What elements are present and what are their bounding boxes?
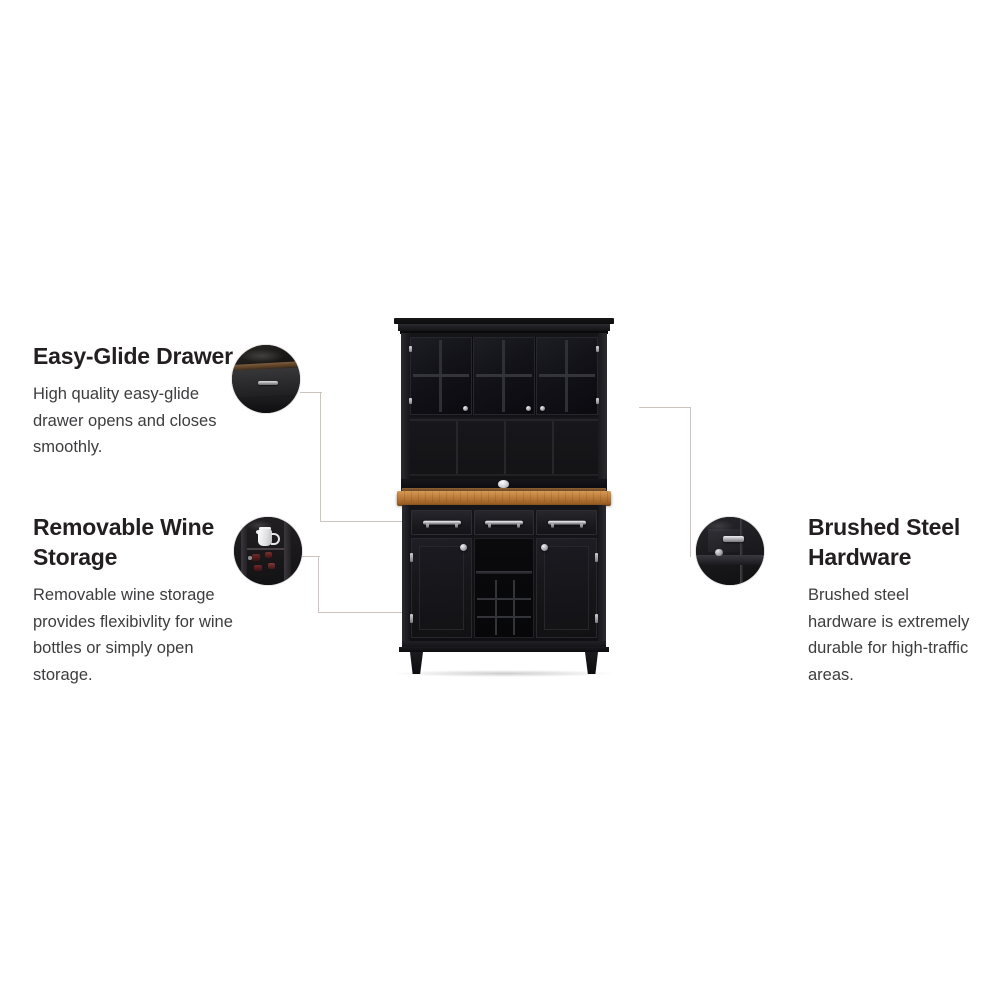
hutch-glass-door-group xyxy=(409,337,599,415)
pitcher-icon xyxy=(258,529,273,546)
connector-wine-segment-3 xyxy=(318,612,410,614)
wine-bottle-icon xyxy=(268,563,276,570)
feature-body-brushed-steel-hardware: Brushed steel hardware is extremely dura… xyxy=(808,585,970,684)
connector-drawer-segment-2 xyxy=(320,392,322,522)
feature-heading-removable-wine-storage: Removable Wine Storage xyxy=(33,514,215,570)
hutch-side-right xyxy=(598,333,607,493)
feature-heading-easy-glide-drawer: Easy-Glide Drawer xyxy=(33,343,233,369)
countertop-edge xyxy=(397,502,611,506)
feature-body-easy-glide-drawer: High quality easy-glide drawer opens and… xyxy=(33,384,217,457)
callout-bubble-drawer[interactable] xyxy=(232,345,300,413)
hutch-back-panel xyxy=(410,417,598,479)
feature-block-easy-glide-drawer: Easy-Glide Drawer High quality easy-glid… xyxy=(33,342,238,461)
base-lip xyxy=(399,647,609,652)
hinge-icon xyxy=(409,398,412,404)
hinge-icon xyxy=(595,614,598,623)
hinge-icon xyxy=(596,398,599,404)
glass-door-knob-icon[interactable] xyxy=(526,406,531,411)
bar-pull-icon xyxy=(723,536,744,543)
hinge-icon xyxy=(410,553,413,562)
drawer-closeup-icon xyxy=(232,345,300,413)
cabinet-door-knob-icon[interactable] xyxy=(460,544,467,551)
callout-bubble-hardware[interactable] xyxy=(696,517,764,585)
wine-bottle-icon xyxy=(264,552,273,559)
wine-bottle-icon xyxy=(252,554,260,561)
countertop-backsplash xyxy=(402,488,606,492)
hutch-center-knob-icon[interactable] xyxy=(498,480,509,488)
round-knob-icon xyxy=(715,548,723,557)
drawer-center[interactable] xyxy=(474,510,534,535)
connector-hardware-segment-1 xyxy=(639,407,691,409)
leg-left xyxy=(410,652,423,674)
callout-bubble-wine-storage[interactable] xyxy=(234,517,302,585)
hutch-glass-door-right[interactable] xyxy=(536,337,599,415)
removable-wine-rack[interactable] xyxy=(477,580,531,635)
glass-door-knob-icon[interactable] xyxy=(540,406,545,411)
hardware-closeup-icon xyxy=(696,517,764,585)
leg-right xyxy=(585,652,598,674)
brushed-steel-bar-pull-icon[interactable] xyxy=(422,520,461,527)
hutch-crown-shadow xyxy=(400,331,608,334)
connector-drawer-segment-1 xyxy=(300,392,322,394)
hutch-glass-door-center[interactable] xyxy=(473,337,535,415)
glass-door-knob-icon[interactable] xyxy=(463,406,468,411)
base-cabinet-side-left xyxy=(402,505,410,649)
connector-hardware-segment-2 xyxy=(690,407,692,557)
base-rail xyxy=(402,641,606,650)
wine-bottle-icon xyxy=(254,564,262,571)
hinge-icon xyxy=(409,346,412,352)
product-image-buffet-with-hutch xyxy=(388,312,620,684)
drawer-left[interactable] xyxy=(411,510,472,535)
connector-wine-segment-2 xyxy=(318,556,320,613)
hinge-icon xyxy=(595,553,598,562)
center-open-storage xyxy=(474,538,534,638)
hinge-icon xyxy=(596,346,599,352)
floor-shadow xyxy=(394,670,614,677)
drawer-right[interactable] xyxy=(536,510,597,535)
cabinet-door-right[interactable] xyxy=(536,538,598,638)
hinge-icon xyxy=(410,614,413,623)
hutch-side-left xyxy=(401,333,410,493)
hutch-crown-molding xyxy=(394,318,614,324)
feature-body-removable-wine-storage: Removable wine storage provides flexibiv… xyxy=(33,585,233,684)
feature-heading-brushed-steel-hardware: Brushed Steel Hardware xyxy=(808,514,961,570)
wood-countertop xyxy=(397,491,611,504)
open-shelf xyxy=(476,571,532,574)
brushed-steel-bar-pull-icon[interactable] xyxy=(485,520,523,527)
connector-wine-segment-1 xyxy=(302,556,320,558)
cabinet-door-knob-icon[interactable] xyxy=(541,544,548,551)
hutch-crown-bevel xyxy=(398,324,610,331)
cabinet-door-left[interactable] xyxy=(410,538,472,638)
feature-block-brushed-steel-hardware: Brushed Steel Hardware Brushed steel har… xyxy=(808,513,980,689)
drawer-pull-icon xyxy=(257,381,279,385)
brushed-steel-bar-pull-icon[interactable] xyxy=(547,520,586,527)
feature-block-removable-wine-storage: Removable Wine Storage Removable wine st… xyxy=(33,513,251,689)
wine-storage-closeup-icon xyxy=(234,517,302,585)
hutch-glass-door-left[interactable] xyxy=(409,337,472,415)
connector-drawer-segment-3 xyxy=(320,521,402,523)
base-cabinet-side-right xyxy=(598,505,606,649)
